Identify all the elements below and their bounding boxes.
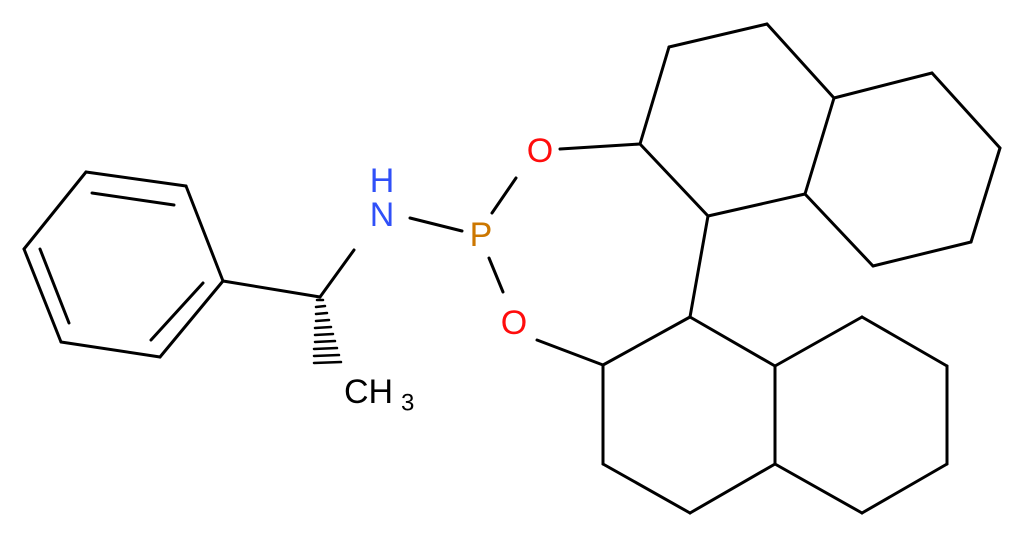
chiral-center xyxy=(221,248,356,299)
lower-decalin-ring-system xyxy=(601,315,949,515)
o-bottom-carbon-bond xyxy=(535,338,605,367)
n-p-bond xyxy=(408,216,464,233)
upper-decalin-ring-system xyxy=(638,22,1002,268)
phenyl-ring xyxy=(22,170,225,359)
phosphorus-label: P xyxy=(470,216,493,254)
methyl-label: CH xyxy=(344,373,393,411)
biaryl-bond xyxy=(688,214,710,319)
hydrogen-label: H xyxy=(370,162,395,200)
oxygen-top-label: O xyxy=(527,132,553,170)
hashed-wedge-bond xyxy=(312,298,343,365)
oxygen-bottom-label: O xyxy=(501,304,527,342)
methyl-subscript: 3 xyxy=(401,389,414,416)
o-top-carbon-bond xyxy=(558,142,642,151)
p-o-bottom-bond xyxy=(487,256,505,294)
p-o-top-bond xyxy=(490,176,518,215)
nitrogen-label: N xyxy=(370,196,395,234)
